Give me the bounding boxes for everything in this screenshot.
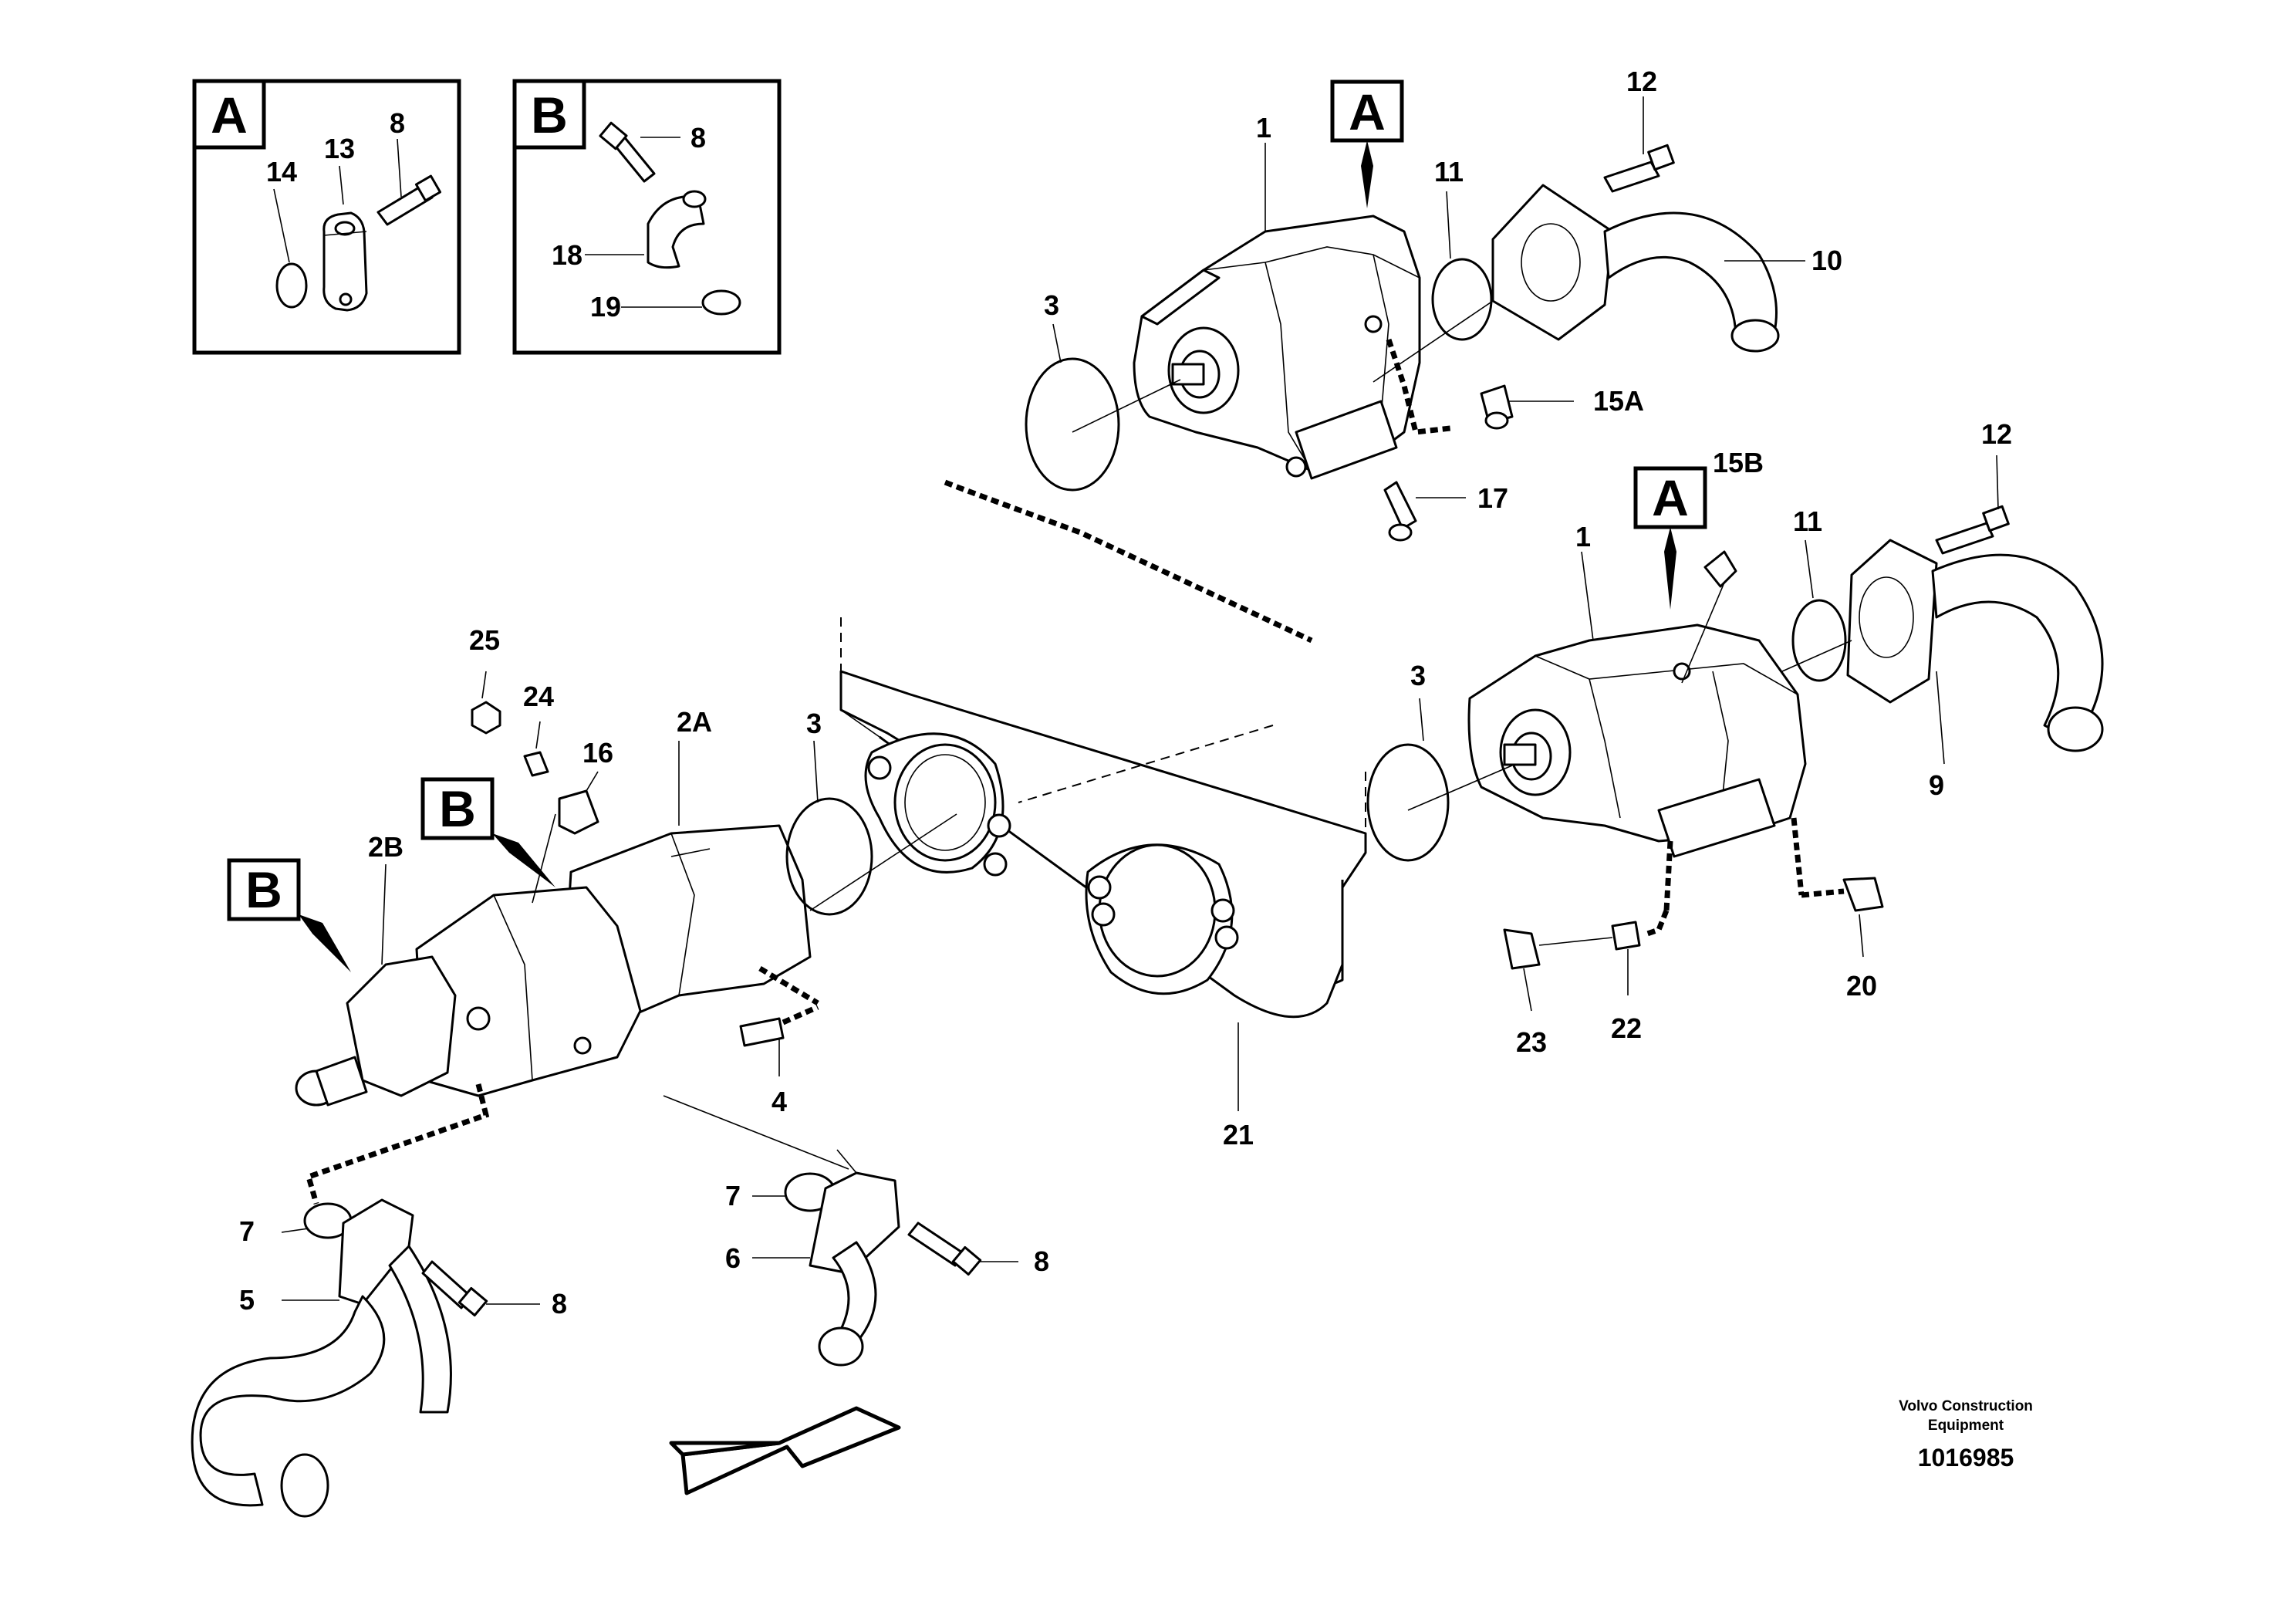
label-1-right: 1: [1575, 521, 1591, 552]
bolt-12-right: [1935, 522, 1994, 555]
callout-b-upper: B: [420, 777, 555, 887]
o-ring-3-top: [1025, 357, 1120, 492]
leader-lines: [778, 96, 1999, 1111]
label-10: 10: [1811, 245, 1842, 276]
brand-line-1: Volvo Construction: [1899, 1398, 2033, 1414]
label-13: 13: [324, 133, 355, 164]
label-11-top: 11: [1434, 156, 1464, 188]
outlet-pipe-9: [1681, 505, 2104, 752]
label-3-right: 3: [1410, 660, 1426, 691]
label-20: 20: [1846, 970, 1877, 1002]
drawing-number: 1016985: [1918, 1444, 2014, 1472]
label-3-top: 3: [1044, 289, 1059, 321]
label-2b: 2B: [368, 831, 403, 863]
o-ring-19: [701, 289, 741, 316]
pump-1-right: [1366, 623, 1807, 911]
inlet-pipe-6: [663, 1095, 1018, 1367]
label-2a: 2A: [677, 706, 712, 738]
label-22: 22: [1611, 1012, 1642, 1044]
fittings-20-22-23: [1503, 877, 1884, 1012]
clamp-half-18: [647, 194, 705, 269]
detail-box-a-letter: A: [211, 86, 248, 144]
label-24: 24: [523, 681, 554, 712]
label-19: 19: [590, 291, 621, 323]
bolt-8-mid: [907, 1222, 966, 1267]
o-ring-3-right: [1366, 743, 1450, 862]
o-ring-3-left: [785, 797, 873, 916]
pump-1-top: [944, 215, 1451, 644]
detail-box-b: B 8 18 19: [512, 79, 782, 355]
brand-line-2: Equipment: [1928, 1418, 2004, 1434]
front-direction-arrow-icon: [669, 1406, 901, 1495]
clamp-half-13: [322, 211, 368, 312]
label-8-mid: 8: [1034, 1245, 1049, 1277]
label-8-left: 8: [552, 1288, 567, 1320]
label-6: 6: [725, 1242, 741, 1274]
label-16: 16: [582, 737, 613, 769]
label-23: 23: [1516, 1026, 1547, 1058]
label-12-right: 12: [1981, 418, 2012, 450]
o-ring-11-right: [1791, 599, 1847, 682]
label-21: 21: [1223, 1119, 1254, 1151]
label-8-a: 8: [390, 107, 405, 139]
label-11-right: 11: [1793, 505, 1822, 537]
label-15a: 15A: [1593, 385, 1644, 417]
label-7-left: 7: [239, 1215, 255, 1247]
label-15b: 15B: [1713, 447, 1764, 478]
svg-text:A: A: [1349, 83, 1386, 140]
svg-text:A: A: [1652, 469, 1689, 526]
label-9: 9: [1929, 769, 1944, 801]
callout-a-right: A: [1633, 466, 1707, 610]
label-12-top: 12: [1626, 66, 1657, 97]
label-18: 18: [552, 239, 582, 271]
bolt-12-top: [1603, 161, 1660, 193]
detail-box-b-letter: B: [531, 86, 568, 144]
part-labels: 1 3 11 12 10 15A 17 15B 1 11 12 3 9 20 2…: [239, 66, 2012, 1320]
label-1-top: 1: [1256, 112, 1271, 144]
label-14: 14: [266, 156, 297, 188]
label-3-left: 3: [806, 708, 822, 739]
inlet-pipe-5: [191, 1198, 540, 1518]
label-8-b: 8: [690, 122, 706, 154]
svg-text:B: B: [245, 861, 282, 918]
fittings-16-24-25: [381, 671, 680, 965]
o-ring-11-top: [1431, 258, 1493, 341]
fitting-22: [1611, 921, 1641, 951]
o-ring-14: [275, 262, 308, 309]
label-7-mid: 7: [725, 1180, 741, 1211]
svg-text:B: B: [439, 780, 476, 837]
fittings-15a-17: [1383, 384, 1574, 542]
pump-drive-housing-21: [839, 617, 1367, 1019]
label-5: 5: [239, 1284, 255, 1316]
bolt-4: [739, 1017, 785, 1047]
outlet-pipe-10: [1373, 144, 1780, 383]
fitting-16: [558, 789, 599, 835]
fitting-20: [1842, 877, 1884, 912]
footer: Volvo Construction Equipment 1016985: [1899, 1398, 2033, 1472]
nut-25: [471, 701, 501, 735]
fitting-24: [523, 751, 549, 777]
fitting-15b: [1703, 550, 1737, 588]
label-25: 25: [469, 624, 500, 656]
detail-box-a: A 14 13 8: [192, 79, 461, 355]
fitting-23: [1503, 928, 1541, 970]
callout-b-left: B: [227, 858, 351, 972]
pump-2a-2b: [295, 797, 957, 1205]
bolt-8-left: [421, 1260, 472, 1309]
label-4: 4: [772, 1086, 787, 1117]
callout-a-top: A: [1330, 79, 1404, 208]
label-17: 17: [1477, 482, 1508, 514]
